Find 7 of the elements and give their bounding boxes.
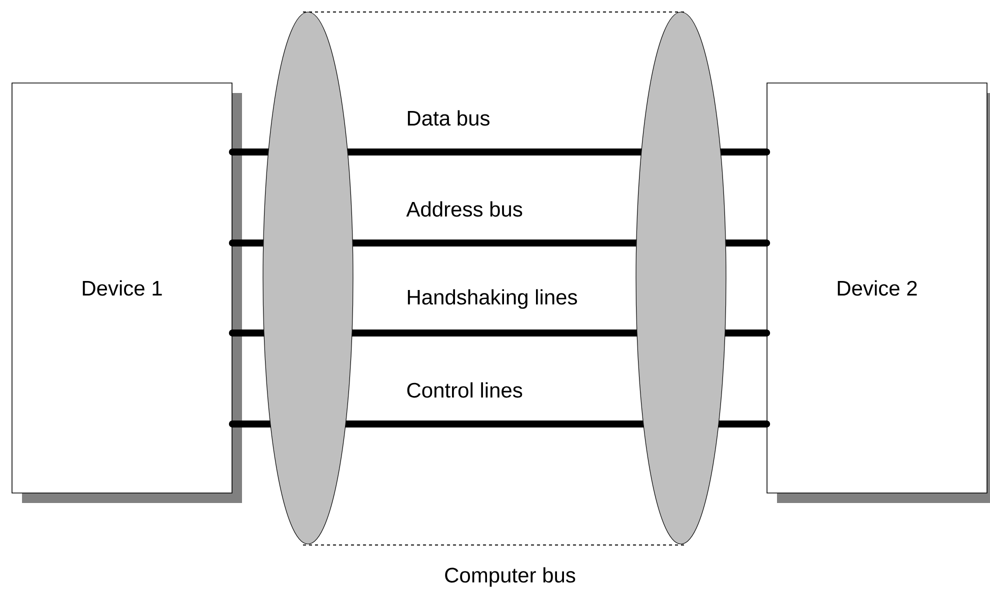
- edge-label: Data bus: [405, 109, 492, 127]
- edge-label: Handshaking lines: [405, 288, 579, 310]
- edge-label: Control lines: [405, 381, 524, 399]
- device-box: Device 1: [12, 82, 242, 503]
- bus-caption: Computer bus: [445, 567, 576, 587]
- edge-label: Address bus: [405, 200, 524, 218]
- device-box: Device 2: [766, 82, 990, 503]
